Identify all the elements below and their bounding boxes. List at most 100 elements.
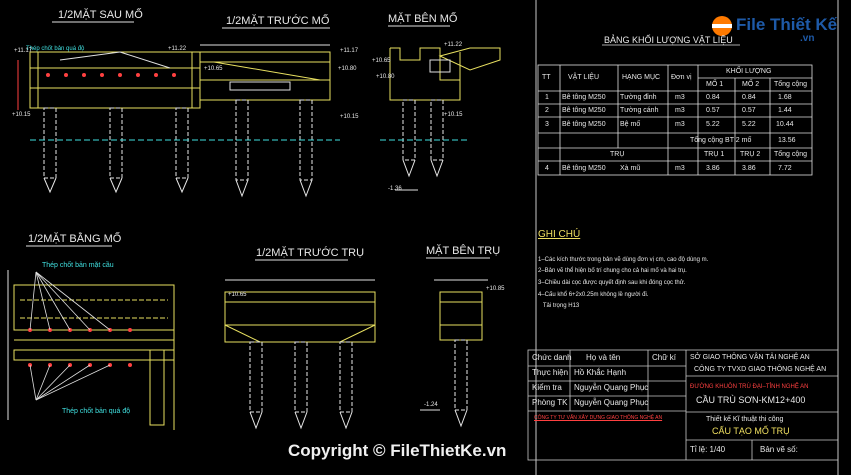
elevation-mark: +10.85 [486,286,505,292]
table-cell: 1 [545,94,549,101]
table-cell: Tường cánh [620,107,659,114]
tb-header: Chữ kí [652,353,677,362]
elevation-mark: -1.24 [424,402,438,408]
elevation-mark: +11.22 [168,46,187,52]
tb-role: Thực hiện [532,368,569,377]
table-header: KHỐI LƯỢNG [726,68,772,75]
table-header: Tổng cộng [774,81,808,88]
elevation-mark: -1.36 [388,186,402,192]
view-title: MẶT BÊN MỐ [388,13,458,25]
table-cell: 1.68 [778,94,792,101]
table-cell: 1.44 [778,107,792,114]
side-abutment-view [380,25,501,191]
elevation-mark: +11.17 [14,48,33,54]
tb-header: Họ và tên [586,353,621,362]
annotation-label: Thép chốt bản quá độ [62,408,131,415]
table-cell: 3 [545,121,549,128]
table-cell: m3 [675,121,685,128]
elevation-mark: +10.15 [340,114,359,120]
table-header: TRỤ [610,151,625,158]
half-front-pier-view [224,259,376,430]
annotation-label: Thép chốt bản mặt cầu [42,262,114,269]
half-plan-abutment-view [7,245,175,430]
view-title: 1/2MẶT TRƯỚC MỐ [226,15,330,27]
table-cell: Bê tông M250 [562,165,606,172]
table-cell: Tường đỉnh [620,94,657,101]
note-line: 1–Các kích thước trong bản vẽ dùng đơn v… [538,257,709,263]
elevation-mark: +10.65 [228,292,247,298]
table-cell: Bệ mố [620,121,641,128]
table-cell: 0.84 [706,94,720,101]
elevation-mark: +10.80 [338,66,357,72]
table-header: Tổng cộng [774,151,808,158]
tb-road: ĐƯỜNG KHUÔN TRÙ ĐẠI–TỈNH NGHỆ AN [690,384,809,390]
table-header: VẬT LIỆU [568,74,599,81]
tb-role: Phòng TK [532,398,568,407]
side-pier-view [420,257,490,428]
half-front-abutment-view [199,27,340,198]
tb-company-footer: CÔNG TY TƯ VẤN XÂY DỰNG GIAO THÔNG NGHỆ … [534,415,663,421]
notes-title: GHI CHÚ [538,229,581,240]
elevation-mark: +10.65 [204,66,223,72]
elevation-mark: +10.15 [444,112,463,118]
logo-text: File Thiết Kế [736,15,838,34]
table-header: TRỤ 1 [704,151,725,158]
table-header: HẠNG MỤC [622,74,661,81]
table-cell: 0.57 [742,107,756,114]
table-cell: 10.44 [776,121,794,128]
tb-bridge: CẦU TRÙ SƠN-KM12+400 [696,395,806,405]
view-title: 1/2MẶT BẰNG MỐ [28,233,122,245]
table-header: MỐ 2 [742,81,760,88]
view-title: MẶT BÊN TRỤ [426,245,501,257]
table-subtotal-label: Tổng cộng BT 2 mố [690,137,752,144]
tb-role: Kiểm tra [532,383,562,392]
table-cell: 5.22 [706,121,720,128]
table-cell: m3 [675,107,685,114]
note-line: Tải trọng H13 [538,303,580,309]
table-cell: Bê tông M250 [562,94,606,101]
tb-name: Nguyễn Quang Phục [574,383,649,392]
logo-suffix: .vn [800,33,815,44]
tb-org: CÔNG TY TVXD GIAO THÔNG NGHỆ AN [694,366,827,373]
table-cell: 2 [545,107,549,114]
table-title: BẢNG KHỐI LƯỢNG VẬT LIỆU [604,35,733,45]
tb-org: SỞ GIAO THÔNG VẬN TẢI NGHỆ AN [690,354,810,361]
note-line: 2–Bản vẽ thể hiện bố trí chung cho cả ha… [538,268,687,274]
table-cell: Bê tông M250 [562,121,606,128]
tb-scale: Tỉ lệ: 1/40 [690,445,726,454]
elevation-mark: +10.80 [376,74,395,80]
title-block [527,349,839,461]
table-cell: m3 [675,165,685,172]
table-header: Đơn vị [671,74,692,81]
table-cell: 0.84 [742,94,756,101]
table-cell: 0.57 [706,107,720,114]
view-title: 1/2MẶT TRƯỚC TRỤ [256,247,365,259]
elevation-mark: +11.22 [444,42,463,48]
tb-header: Chức danh [532,353,572,362]
view-title: 1/2MẶT SAU MỐ [58,9,143,21]
table-header: MỐ 1 [706,81,724,88]
table-cell: 3.86 [742,165,756,172]
table-header: TRỤ 2 [740,151,761,158]
table-cell: 3.86 [706,165,720,172]
table-cell: m3 [675,94,685,101]
elevation-mark: +11.17 [340,48,359,54]
table-cell: Bê tông M250 [562,107,606,114]
note-line: 4–Cấu khổ 6+2x0.25m không lề người đi. [538,292,649,298]
copyright-watermark: Copyright © FileThietKe.vn [288,441,507,460]
elevation-mark: +10.65 [372,58,391,64]
tb-sheet: Bản vẽ số: [760,445,798,454]
tb-name: Hồ Khắc Hạnh [574,368,627,377]
material-table [537,44,813,176]
logo-mark [712,16,732,36]
annotation-label: Thép chốt bản quá độ [26,46,85,52]
table-cell: 7.72 [778,165,792,172]
table-cell: 5.22 [742,121,756,128]
tb-name: Nguyễn Quang Phục [574,398,649,407]
elevation-mark: +10.15 [12,112,31,118]
table-subtotal-value: 13.56 [778,137,796,144]
table-cell: Xà mũ [620,165,641,172]
table-header: TT [542,74,551,81]
tb-stage: Thiết kế Kĩ thuật thi công [706,416,784,423]
